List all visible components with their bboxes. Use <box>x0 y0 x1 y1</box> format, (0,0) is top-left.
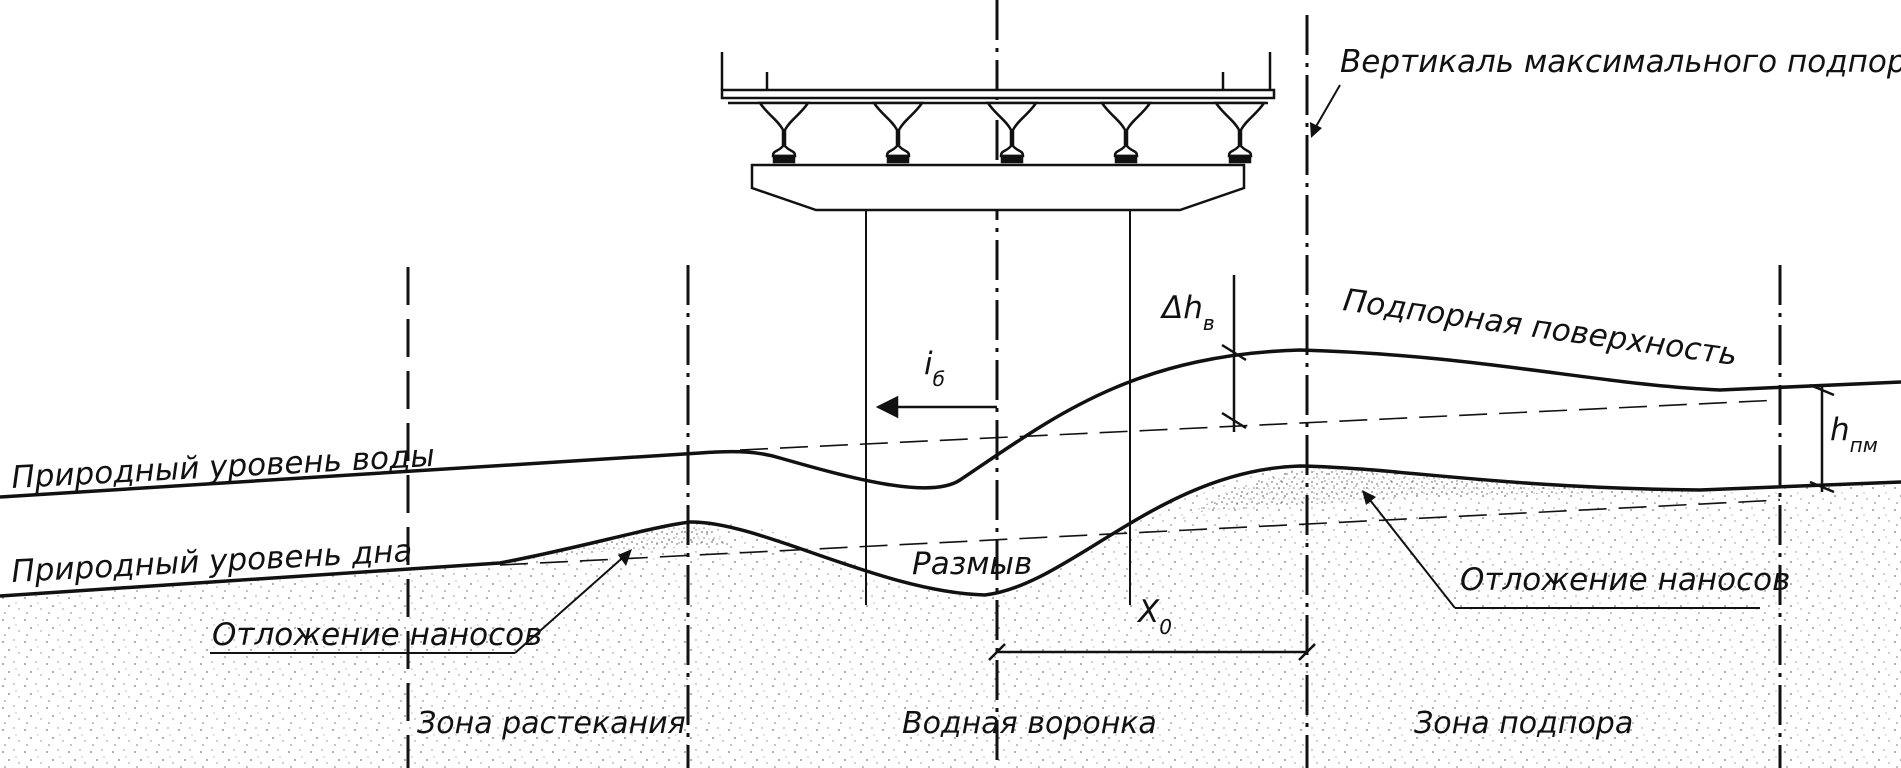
zone-spreading-label: Зона растекания <box>417 706 686 741</box>
bridge-span <box>720 52 1276 212</box>
slope-symbol-sub: б <box>933 367 945 391</box>
sediment-left-label: Отложение наносов <box>212 617 542 653</box>
backwater-surface-label: Подпорная поверхность <box>1341 282 1740 373</box>
natural-bed-level-dashed <box>499 499 1781 566</box>
slope-symbol: iб <box>924 346 945 391</box>
delta-h-symbol-main: Δh <box>1160 290 1203 326</box>
pier-columns <box>865 210 1131 605</box>
soil-fill <box>0 466 1901 768</box>
zone-funnel-label: Водная воронка <box>902 706 1157 741</box>
delta-h-dimension <box>1221 275 1247 432</box>
max-backwater-arrowhead <box>1310 122 1322 138</box>
pier-cap <box>750 163 1246 212</box>
x0-symbol: X0 <box>1136 594 1172 639</box>
delta-h-symbol: Δhв <box>1160 290 1215 335</box>
x0-symbol-main: X <box>1136 594 1160 630</box>
water-surface-curve <box>0 348 1901 499</box>
natural-water-level-label: Природный уровень воды <box>11 438 436 496</box>
bridge-girders <box>757 101 1267 158</box>
sediment-left-deposit <box>500 522 730 563</box>
hpm-symbol: hпм <box>1830 412 1878 457</box>
scour-label: Размыв <box>912 546 1032 582</box>
hpm-symbol-main: h <box>1830 412 1850 448</box>
x0-dimension <box>988 643 1316 661</box>
riverbed-curve <box>0 464 1901 598</box>
sediment-right-arrowhead <box>1362 490 1376 505</box>
natural-water-level-dashed <box>739 399 1781 451</box>
x0-symbol-sub: 0 <box>1159 615 1172 639</box>
sediment-right-label: Отложение наносов <box>1460 562 1790 598</box>
zone-boundaries <box>406 0 1782 768</box>
hpm-dimension <box>1809 383 1835 494</box>
sediment-left-arrowhead <box>618 549 632 566</box>
sediment-right-deposit <box>1180 467 1700 520</box>
leader-lines <box>210 84 1760 654</box>
slope-symbol-main: i <box>924 346 933 382</box>
zone-backwater-label: Зона подпора <box>1414 706 1633 741</box>
max-backwater-vertical-label: Вертикаль максимального подпора <box>1340 44 1901 80</box>
hpm-symbol-sub: пм <box>1850 433 1878 457</box>
delta-h-symbol-sub: в <box>1203 311 1215 335</box>
